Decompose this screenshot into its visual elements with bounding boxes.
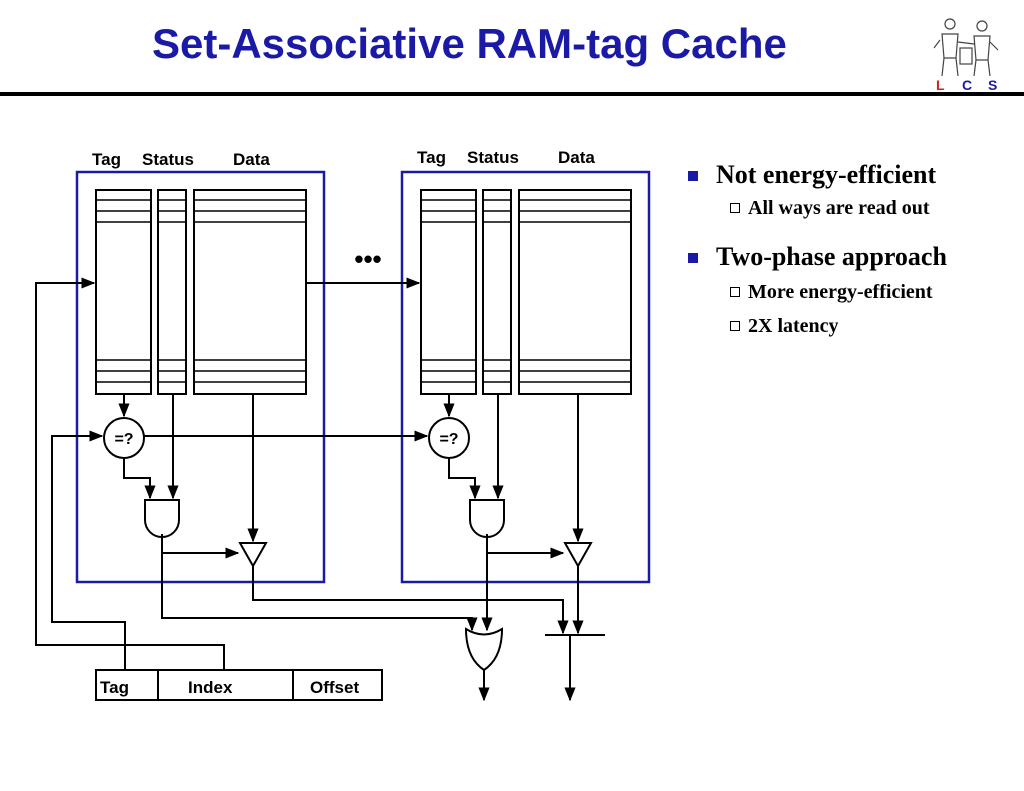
bullet-square-icon <box>688 253 698 263</box>
title-divider <box>0 92 1024 96</box>
address-field-index: Index <box>188 678 233 697</box>
sub-bullet-text: All ways are read out <box>748 197 930 219</box>
cache-diagram: Tag Status Data =? Tag Statu <box>35 148 651 702</box>
way1-tag-array <box>420 189 477 395</box>
way1-comparator-label: =? <box>439 431 458 448</box>
way0-and-gate <box>144 499 180 538</box>
way1-tristate-buffer <box>563 542 593 569</box>
way0-status-array <box>157 189 187 395</box>
logo-letter-s: S <box>988 77 997 93</box>
sub-bullet-item: 2X latency <box>686 314 1016 338</box>
bullet-text: Not energy-efficient <box>716 160 937 189</box>
address-field-offset: Offset <box>310 678 359 697</box>
way1-header-status: Status <box>467 148 519 167</box>
way1-status-array <box>482 189 512 395</box>
hollow-square-icon <box>730 321 740 331</box>
slide-title: Set-Associative RAM-tag Cache <box>152 20 787 67</box>
way0-header-tag: Tag <box>92 150 121 169</box>
way0-header-data: Data <box>233 150 270 169</box>
way1-header-data: Data <box>558 148 595 167</box>
sub-bullet-item: More energy-efficient <box>686 280 1016 304</box>
way1-data-array <box>518 189 632 395</box>
hollow-square-icon <box>730 287 740 297</box>
bullet-square-icon <box>688 171 698 181</box>
way0-tag-array <box>95 189 152 395</box>
way0-header-status: Status <box>142 150 194 169</box>
way1-header-tag: Tag <box>417 148 446 167</box>
address-register: Tag Index Offset <box>95 669 383 701</box>
hollow-square-icon <box>730 203 740 213</box>
more-ways-ellipsis: ••• <box>354 244 381 274</box>
cache-way-0: Tag Status Data =? <box>75 150 326 584</box>
logo-letter-c: C <box>962 77 972 93</box>
cache-way-1: Tag Status Data =? <box>400 148 651 584</box>
sub-bullet-text: More energy-efficient <box>748 281 933 303</box>
way0-comparator-label: =? <box>114 431 133 448</box>
way0-data-array <box>193 189 307 395</box>
hit-or-gate <box>464 627 504 672</box>
sub-bullet-text: 2X latency <box>748 315 839 337</box>
bullet-item: Two-phase approach <box>686 242 1016 272</box>
address-routing <box>35 277 605 702</box>
lcs-logo: L C S <box>933 18 999 93</box>
bullet-text: Two-phase approach <box>716 242 947 271</box>
logo-letter-l: L <box>936 77 945 93</box>
bullet-list: Not energy-efficient All ways are read o… <box>686 160 1016 338</box>
way0-boundary <box>75 170 326 584</box>
bullet-item: Not energy-efficient <box>686 160 1016 190</box>
way0-tristate-buffer <box>238 542 268 569</box>
way1-and-gate <box>469 499 505 538</box>
address-field-tag: Tag <box>100 678 129 697</box>
way1-boundary <box>400 170 651 584</box>
sub-bullet-item: All ways are read out <box>686 196 1016 220</box>
